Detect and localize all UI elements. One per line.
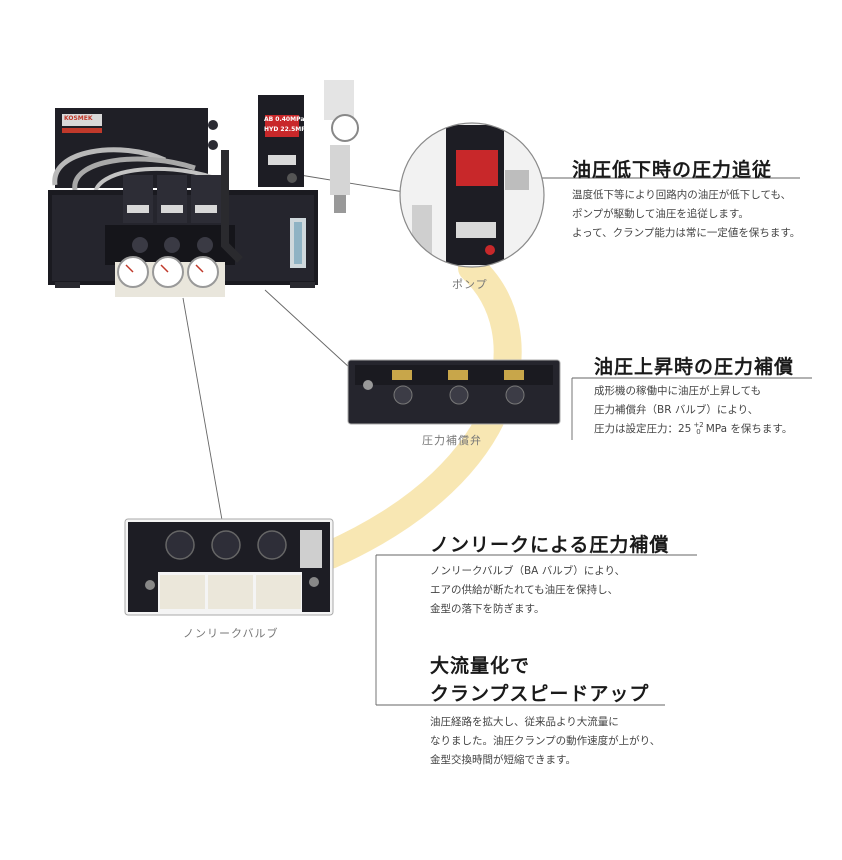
pump-label-bottom: HYD 22.5MPa xyxy=(264,126,310,133)
pump-section-title: 油圧低下時の圧力追従 xyxy=(572,159,773,181)
pump-caption: ポンプ xyxy=(452,278,488,291)
flow-desc-line: なりました。油圧クランプの動作速度が上がり、 xyxy=(430,735,661,747)
flow-desc-line: 油圧経路を拡大し、従来品より大流量に xyxy=(430,716,619,728)
flow-section-title-line1: 大流量化で xyxy=(430,655,531,677)
hydraulic-unit-photo xyxy=(48,80,359,297)
pump-desc-line: ポンプが駆動して油圧を追従します。 xyxy=(572,208,749,220)
pressure-setting-text: 圧力は設定圧力：25 xyxy=(594,423,692,435)
flow-desc-line: 金型交換時間が短縮できます。 xyxy=(430,754,576,766)
nonleak-caption: ノンリークバルブ xyxy=(183,627,279,640)
pump-desc-line: よって、クランプ能力は常に一定値を保ちます。 xyxy=(572,227,801,239)
nonleak-desc-line: 金型の落下を防ぎます。 xyxy=(430,603,545,615)
nonleak-section-description: ノンリークバルブ（BA バルブ）により、 エアの供給が断たれても油圧を保持し、 … xyxy=(430,562,625,619)
nonleak-desc-line: エアの供給が断たれても油圧を保持し、 xyxy=(430,584,619,596)
pump-photo xyxy=(400,123,544,267)
nonleak-desc-line: ノンリークバルブ（BA バルブ）により、 xyxy=(430,565,626,577)
compensation-section-description: 成形機の稼働中に油圧が上昇しても 圧力補償弁（BR バルブ）により、 圧力は設定… xyxy=(594,382,792,439)
tolerance-upper: +2 xyxy=(693,421,704,429)
flow-section-description: 油圧経路を拡大し、従来品より大流量に なりました。油圧クランプの動作速度が上がり… xyxy=(430,713,660,770)
pressure-compensation-valve-photo xyxy=(347,359,561,425)
compensation-section-title: 油圧上昇時の圧力補償 xyxy=(594,356,795,378)
pump-desc-line: 温度低下等により回路内の油圧が低下しても、 xyxy=(572,189,792,201)
pump-label-top: AB 0.40MPa xyxy=(264,116,305,123)
pressure-unit-text: MPa を保ちます。 xyxy=(705,423,793,435)
non-leak-valve-photo xyxy=(124,518,334,616)
pump-section-description: 温度低下等により回路内の油圧が低下しても、 ポンプが駆動して油圧を追従します。 … xyxy=(572,186,800,243)
flow-section-title-line2: クランプスピードアップ xyxy=(430,683,650,705)
nonleak-section-title: ノンリークによる圧力補償 xyxy=(430,534,670,556)
compensation-desc-line: 圧力補償弁（BR バルブ）により、 xyxy=(594,404,759,416)
brand-label: KOSMEK xyxy=(64,115,93,122)
compensation-desc-line: 成形機の稼働中に油圧が上昇しても xyxy=(594,385,762,397)
compensation-caption: 圧力補償弁 xyxy=(422,434,482,447)
tolerance-lower: 0 xyxy=(696,428,701,436)
connector-lines xyxy=(182,174,812,706)
